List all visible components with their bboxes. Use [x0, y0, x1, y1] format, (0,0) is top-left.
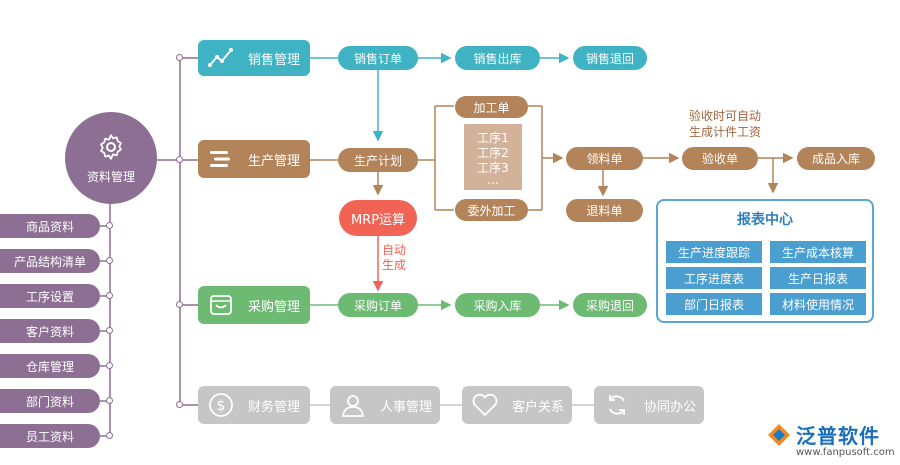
basket-icon	[198, 286, 244, 324]
junction-dot	[106, 432, 113, 439]
process-list-box: 工序1 工序2 工序3 ...	[464, 124, 522, 190]
left-item-department[interactable]: 部门资料	[0, 389, 100, 413]
material-return-step[interactable]: 退料单	[566, 199, 643, 222]
dollar-icon: $	[198, 386, 244, 424]
data-management-label: 资料管理	[86, 169, 135, 184]
auto-generate-line: 自动	[382, 243, 407, 257]
production-module[interactable]: 生产管理	[198, 140, 310, 178]
junction-dot	[176, 301, 183, 308]
left-item-product-data[interactable]: 商品资料	[0, 214, 100, 238]
finance-module[interactable]: $ 财务管理	[198, 386, 310, 424]
finance-module-label: 财务管理	[248, 399, 301, 415]
junction-dot	[106, 397, 113, 404]
purchase-inbound-step[interactable]: 采购入库	[455, 293, 540, 317]
heart-icon	[462, 386, 508, 424]
sales-outbound-step[interactable]: 销售出库	[455, 46, 540, 70]
purchase-module-label: 采购管理	[248, 299, 301, 315]
gear-icon	[100, 133, 122, 160]
left-item-process-setup[interactable]: 工序设置	[0, 284, 100, 308]
svg-text:$: $	[217, 398, 226, 414]
auto-generate-line: 生成	[382, 258, 407, 272]
material-requisition-step[interactable]: 领料单	[566, 147, 643, 170]
junction-dot	[106, 257, 113, 264]
finished-goods-step[interactable]: 成品入库	[797, 147, 875, 170]
process-item: 工序2	[477, 145, 509, 160]
left-item-warehouse[interactable]: 仓库管理	[0, 354, 100, 378]
hr-module-label: 人事管理	[380, 399, 433, 415]
hr-module[interactable]: 人事管理	[330, 386, 440, 424]
trend-line-icon	[198, 40, 244, 76]
list-bars-icon	[198, 140, 244, 178]
acceptance-step[interactable]: 验收单	[682, 147, 758, 170]
report-material-usage[interactable]: 材料使用情况	[770, 293, 866, 315]
process-item: 工序1	[477, 130, 509, 145]
left-item-employee[interactable]: 员工资料	[0, 424, 100, 448]
auto-generate-note: 自动 生成	[382, 243, 406, 273]
junction-dot	[106, 222, 113, 229]
acceptance-note-line: 生成计件工资	[688, 125, 761, 139]
report-progress-tracking[interactable]: 生产进度跟踪	[666, 241, 762, 263]
report-process-progress[interactable]: 工序进度表	[666, 267, 762, 289]
purchase-order-step[interactable]: 采购订单	[338, 293, 418, 317]
junction-dot	[106, 362, 113, 369]
sales-return-step[interactable]: 销售退回	[573, 46, 647, 70]
purchase-return-step[interactable]: 采购退回	[573, 293, 647, 317]
junction-dot	[176, 401, 183, 408]
acceptance-note: 验收时可自动 生成计件工资	[680, 108, 770, 140]
junction-dot	[176, 54, 183, 61]
sales-module[interactable]: 销售管理	[198, 40, 310, 76]
crm-module[interactable]: 客户关系	[462, 386, 572, 424]
data-management-node[interactable]: 资料管理	[65, 112, 157, 204]
brand-logo: 泛普软件 www.fanpusoft.com	[766, 420, 896, 462]
crm-module-label: 客户关系	[512, 399, 565, 415]
report-cost-accounting[interactable]: 生产成本核算	[770, 241, 866, 263]
outsource-step[interactable]: 委外加工	[455, 199, 528, 221]
left-item-bom[interactable]: 产品结构清单	[0, 249, 100, 273]
mrp-calc-step[interactable]: MRP运算	[339, 200, 417, 236]
processing-order-step[interactable]: 加工单	[455, 96, 528, 118]
process-item: ...	[487, 172, 499, 187]
left-item-customer-data[interactable]: 客户资料	[0, 319, 100, 343]
production-plan-step[interactable]: 生产计划	[338, 148, 418, 172]
sales-module-label: 销售管理	[248, 52, 301, 68]
brand-mark-icon	[768, 424, 790, 446]
collab-module[interactable]: 协同办公	[594, 386, 704, 424]
junction-dot	[176, 156, 183, 163]
acceptance-note-line: 验收时可自动	[688, 109, 761, 123]
junction-dot	[106, 292, 113, 299]
production-module-label: 生产管理	[248, 153, 301, 169]
brand-name: 泛普软件	[796, 424, 880, 448]
report-daily-production[interactable]: 生产日报表	[770, 267, 866, 289]
report-department-daily[interactable]: 部门日报表	[666, 293, 762, 315]
process-item: 工序3	[477, 160, 509, 175]
sales-order-step[interactable]: 销售订单	[338, 46, 418, 70]
collab-module-label: 协同办公	[644, 399, 697, 415]
purchase-module[interactable]: 采购管理	[198, 286, 310, 324]
brand-url: www.fanpusoft.com	[796, 447, 895, 458]
report-center-title: 报表中心	[737, 212, 793, 228]
junction-dot	[106, 327, 113, 334]
refresh-cycle-icon	[594, 386, 640, 424]
person-icon	[330, 386, 376, 424]
